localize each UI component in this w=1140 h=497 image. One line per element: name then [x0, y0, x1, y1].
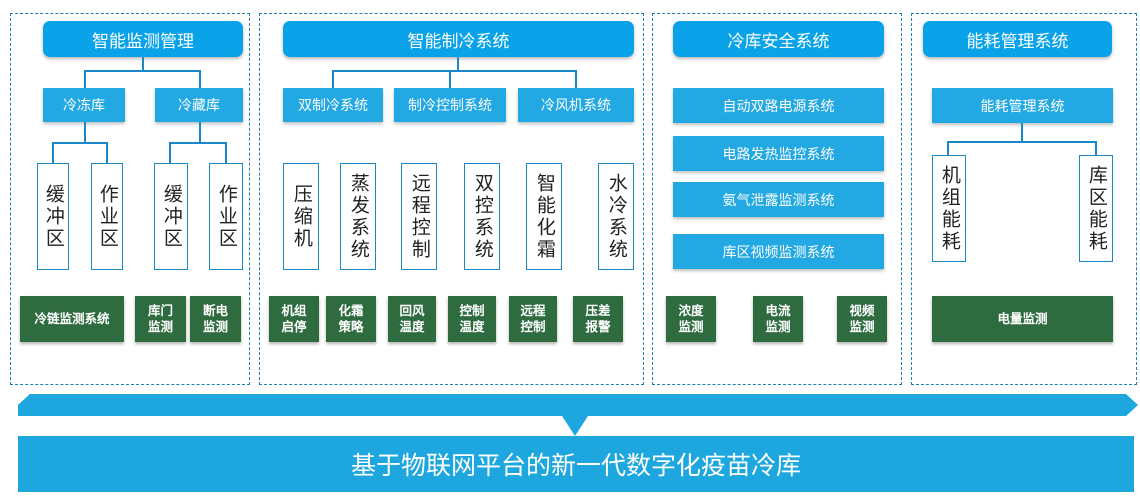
connector	[1095, 141, 1097, 155]
leaf-pressure-alarm: 压差报警	[573, 296, 623, 342]
leaf-label-line1: 浓度	[678, 302, 704, 318]
module-dual-refrigeration: 双制冷系统	[283, 88, 383, 122]
connector	[332, 70, 577, 72]
connector	[142, 57, 144, 71]
module-video-monitoring: 库区视频监测系统	[673, 234, 884, 269]
connector	[199, 70, 201, 88]
leaf-label-line2: 监测	[765, 319, 791, 334]
section-title-safety: 冷库安全系统	[673, 21, 884, 57]
connector	[52, 142, 108, 144]
leaf-label-line1: 机组	[281, 302, 307, 318]
leaf-label-line2: 监测	[678, 319, 704, 334]
module-circuit-heat-monitoring: 电路发热监控系统	[673, 136, 884, 171]
connector	[225, 142, 227, 163]
connector	[947, 141, 1097, 143]
section-coldstorage-safety	[652, 13, 902, 385]
subsystem-unit-energy: 机组能耗	[932, 155, 966, 262]
connector	[84, 70, 86, 88]
connector	[575, 70, 577, 88]
subsystem-compressor: 压缩机	[283, 163, 319, 270]
connector	[199, 122, 201, 142]
leaf-return-air-temp: 回风温度	[388, 296, 436, 342]
module-refrigerator: 冷藏库	[155, 88, 243, 122]
leaf-label-line1: 电流	[765, 302, 791, 318]
leaf-remote-control: 远程控制	[509, 296, 557, 342]
connector	[52, 142, 54, 163]
subsystem-evaporation: 蒸发系统	[340, 163, 376, 270]
leaf-label-line1: 压差	[585, 302, 611, 318]
leaf-concentration-monitoring: 浓度监测	[666, 296, 716, 342]
section-intelligent-monitoring	[10, 13, 250, 385]
leaf-label-line1: 视频	[849, 302, 875, 318]
subsystem-water-cooling: 水冷系统	[598, 163, 634, 270]
leaf-label-line1: 回风	[399, 302, 425, 318]
subsystem-buffer-zone: 缓冲区	[37, 163, 69, 270]
leaf-cold-chain-monitoring: 冷链监测系统	[20, 296, 124, 342]
leaf-label-line2: 温度	[459, 319, 485, 334]
leaf-control-temp: 控制温度	[448, 296, 496, 342]
leaf-label-line2: 启停	[281, 319, 307, 334]
leaf-label-line1: 控制	[459, 302, 485, 318]
leaf-label-line2: 监测	[147, 319, 173, 334]
subsystem-smart-defrost: 智能化霜	[526, 163, 562, 270]
leaf-label: 电量监测	[997, 310, 1048, 326]
arrow-bar-shape	[18, 394, 1138, 416]
module-ammonia-leak-monitoring: 氨气泄露监测系统	[673, 182, 884, 217]
leaf-label: 冷链监测系统	[34, 310, 110, 326]
leaf-label-line2: 温度	[399, 319, 425, 334]
leaf-label-line2: 策略	[338, 319, 364, 334]
subsystem-dual-control: 双控系统	[464, 163, 500, 270]
connector	[84, 70, 201, 72]
section-title-refrigeration: 智能制冷系统	[283, 21, 634, 57]
module-energy-management: 能耗管理系统	[932, 88, 1113, 123]
connector	[1021, 123, 1023, 142]
subsystem-work-zone: 作业区	[91, 163, 123, 270]
leaf-unit-start-stop: 机组启停	[269, 296, 319, 342]
connector	[449, 70, 451, 88]
connector	[947, 141, 949, 155]
subsystem-area-energy: 库区能耗	[1079, 155, 1113, 262]
arrow-left-tip	[18, 394, 30, 416]
leaf-current-monitoring: 电流监测	[753, 296, 803, 342]
connector	[106, 142, 108, 163]
module-dual-power: 自动双路电源系统	[673, 88, 884, 123]
connector	[169, 142, 227, 144]
section-energy-management	[911, 13, 1137, 385]
leaf-label-line1: 远程	[520, 302, 546, 318]
double-arrow-bar	[18, 394, 1138, 416]
section-intelligent-refrigeration	[259, 13, 644, 385]
module-freezer: 冷冻库	[43, 88, 125, 122]
leaf-label-line2: 监测	[202, 319, 228, 334]
leaf-label-line1: 断电	[202, 302, 228, 318]
leaf-video-monitoring: 视频监测	[837, 296, 887, 342]
connector	[332, 70, 334, 88]
down-arrow-icon	[562, 416, 588, 436]
connector	[169, 142, 171, 163]
leaf-label-line1: 库门	[147, 302, 173, 318]
platform-banner: 基于物联网平台的新一代数字化疫苗冷库	[18, 436, 1134, 492]
subsystem-work-zone: 作业区	[209, 163, 243, 270]
leaf-label-line2: 报警	[585, 319, 611, 334]
module-air-cooler: 冷风机系统	[518, 88, 634, 122]
section-title-monitoring: 智能监测管理	[43, 21, 243, 57]
leaf-electricity-monitoring: 电量监测	[932, 296, 1113, 342]
subsystem-remote-control: 远程控制	[401, 163, 437, 270]
leaf-power-failure-monitoring: 断电监测	[190, 296, 241, 342]
leaf-defrost-strategy: 化霜策略	[326, 296, 376, 342]
leaf-label-line2: 监测	[849, 319, 875, 334]
leaf-door-monitoring: 库门监测	[135, 296, 186, 342]
connector	[457, 57, 459, 71]
leaf-label-line2: 控制	[520, 319, 546, 334]
leaf-label-line1: 化霜	[338, 302, 364, 318]
subsystem-buffer-zone: 缓冲区	[154, 163, 188, 270]
connector	[84, 122, 86, 142]
section-title-energy: 能耗管理系统	[923, 21, 1112, 57]
module-refrigeration-control: 制冷控制系统	[394, 88, 506, 122]
